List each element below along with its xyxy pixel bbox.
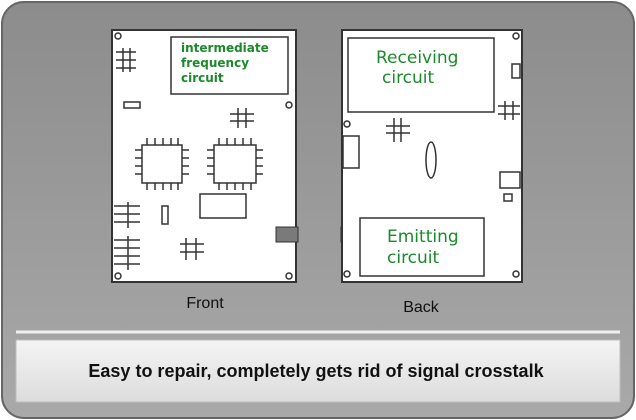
front-hole-br — [285, 272, 293, 280]
back-hole-bl — [343, 270, 351, 278]
back-receiving-label: Receiving circuit — [376, 48, 464, 88]
back-hole-br — [512, 270, 520, 278]
front-component-left-2 — [114, 236, 140, 270]
front-chip-right — [207, 138, 263, 190]
back-receiving-zone — [347, 37, 495, 113]
front-component-left-1 — [114, 202, 140, 228]
front-chip-left — [135, 138, 189, 190]
front-if-label: intermediate frequency circuit — [181, 41, 273, 85]
front-if-zone — [170, 36, 289, 95]
front-label: Front — [186, 295, 224, 312]
back-component-right — [498, 101, 520, 120]
front-hole-tr — [285, 101, 293, 109]
connector-notch-front — [275, 226, 299, 243]
back-board: Receiving circuit Emitting circuit — [341, 29, 523, 283]
front-component-bottom — [180, 238, 204, 260]
caption-text: Easy to repair, completely gets rid of s… — [88, 361, 544, 381]
front-board: intermediate frequency circuit — [111, 29, 297, 283]
front-small-vertical — [161, 205, 169, 225]
caption-band — [15, 339, 621, 403]
front-block — [199, 193, 247, 219]
front-small-resistor — [123, 101, 141, 109]
back-small-block-right — [499, 171, 521, 189]
back-hole-ml — [343, 120, 351, 128]
back-capacitor — [342, 135, 360, 169]
back-hole-tr — [512, 32, 520, 40]
back-small-right-top — [511, 63, 521, 79]
back-small-square — [503, 193, 513, 202]
front-hole-tl — [114, 32, 122, 40]
back-emitting-zone — [359, 217, 485, 277]
front-hole-bl — [114, 272, 122, 280]
front-component-midright — [230, 108, 254, 128]
back-emitting-label: Emitting circuit — [387, 227, 464, 268]
back-component-center — [386, 118, 410, 142]
front-component-topleft — [116, 48, 136, 72]
back-label: Back — [403, 299, 440, 316]
back-oval-component — [425, 141, 437, 179]
